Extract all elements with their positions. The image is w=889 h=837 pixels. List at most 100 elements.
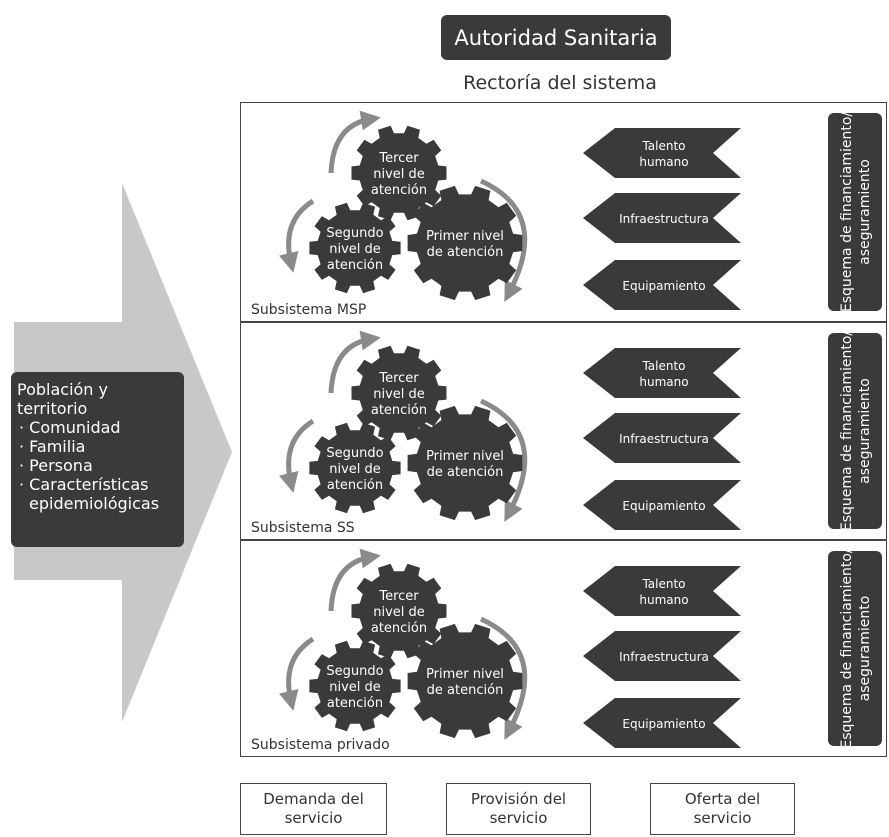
third-level-gear-label: nivel de [373,387,425,402]
resource-label: Talento [641,139,685,153]
second-level-gear-label: Segundo [326,664,383,679]
cycle-arrow-left [278,636,315,711]
third-level-gear-label: Tercer [378,589,419,604]
subsystem-label: Subsistema SS [251,520,355,536]
resource-label: Talento [641,359,685,373]
second-level-gear-label: Segundo [326,446,383,461]
third-level-gear [351,345,447,441]
second-level-gear-label: nivel de [329,462,381,477]
resource-chevron [583,260,741,310]
first-level-gear-label: de atención [427,683,504,698]
first-level-gear [407,623,523,739]
authority-label: Autoridad Sanitaria [454,25,658,50]
resource-chevron [583,193,741,243]
second-level-gear [309,202,401,294]
resource-label: Equipamiento [622,717,705,731]
financing-box [828,551,882,746]
cycle-arrow-right [479,178,528,302]
resource-chevron [583,128,741,178]
third-level-gear-label: nivel de [373,605,425,620]
resource-label: humano [639,375,688,389]
third-level-gear-label: atención [371,403,427,418]
population-item: · Familia [19,437,86,456]
cycle-arrow-right [479,616,528,740]
population-title-2: territorio [17,399,88,418]
first-level-gear-label: de atención [427,245,504,260]
third-level-gear [351,563,447,659]
financing-label: aseguramiento [857,378,873,484]
third-level-gear-label: atención [371,183,427,198]
financing-label: Esquema de financiamiento/ [839,112,855,313]
resource-label: humano [639,155,688,169]
financing-label: Esquema de financiamiento/ [839,331,855,532]
resource-chevron [583,698,741,748]
cycle-arrow-left [278,418,315,493]
third-level-gear-label: atención [371,621,427,636]
second-level-gear-label: atención [327,478,383,493]
first-level-gear-label: Primer nivel [426,449,504,464]
resource-label: Equipamiento [622,279,705,293]
third-level-gear-label: Tercer [378,371,419,386]
demand-line-1: Demanda del [263,790,364,808]
authority-box: Autoridad Sanitaria [441,15,671,60]
financing-box [828,113,882,311]
third-level-gear-label: nivel de [373,167,425,182]
population-item: epidemiológicas [29,494,160,513]
resource-chevron [583,413,741,463]
resource-chevron [583,566,741,616]
offer-line-2: servicio [693,809,752,827]
cycle-arrow-top [328,110,381,174]
resource-chevron [583,631,741,681]
first-level-gear [407,185,523,301]
financing-label: aseguramiento [857,159,873,265]
resource-label: Infraestructura [619,212,709,226]
subsystem-label: Subsistema MSP [251,302,367,318]
first-level-gear-label: Primer nivel [426,229,504,244]
resource-label: Infraestructura [619,650,709,664]
second-level-gear-label: Segundo [326,226,383,241]
first-level-gear-label: de atención [427,465,504,480]
population-box: Población y territorio · Comunidad · Fam… [11,372,184,547]
second-level-gear-label: atención [327,696,383,711]
subsystem-label: Subsistema privado [251,737,390,753]
provision-line-2: servicio [489,809,548,827]
resource-label: Equipamiento [622,499,705,513]
resource-label: Infraestructura [619,432,709,446]
cycle-arrow-right [479,398,528,522]
resource-label: humano [639,593,688,607]
financing-box [828,333,882,529]
second-level-gear [309,422,401,514]
stewardship-label: Rectoría del sistema [463,72,657,94]
first-level-gear [407,405,523,521]
third-level-gear-label: Tercer [378,151,419,166]
offer-line-1: Oferta del [684,790,761,808]
provision-line-1: Provisión del [470,790,567,808]
population-item: · Comunidad [19,418,121,437]
second-level-gear-label: atención [327,258,383,273]
second-level-gear-label: nivel de [329,680,381,695]
second-level-gear-label: nivel de [329,242,381,257]
financing-label: Esquema de financiamiento/ [839,548,855,749]
cycle-arrow-top [328,548,381,612]
cycle-arrow-left [278,198,315,273]
second-level-gear [309,640,401,732]
population-item: · Persona [19,456,93,475]
resource-chevron [583,480,741,530]
third-level-gear [351,125,447,221]
first-level-gear-label: Primer nivel [426,667,504,682]
financing-label: aseguramiento [857,596,873,702]
resource-chevron [583,348,741,398]
population-item: · Características [19,475,149,494]
resource-label: Talento [641,577,685,591]
cycle-arrow-top [328,330,381,394]
demand-line-2: servicio [284,809,343,827]
